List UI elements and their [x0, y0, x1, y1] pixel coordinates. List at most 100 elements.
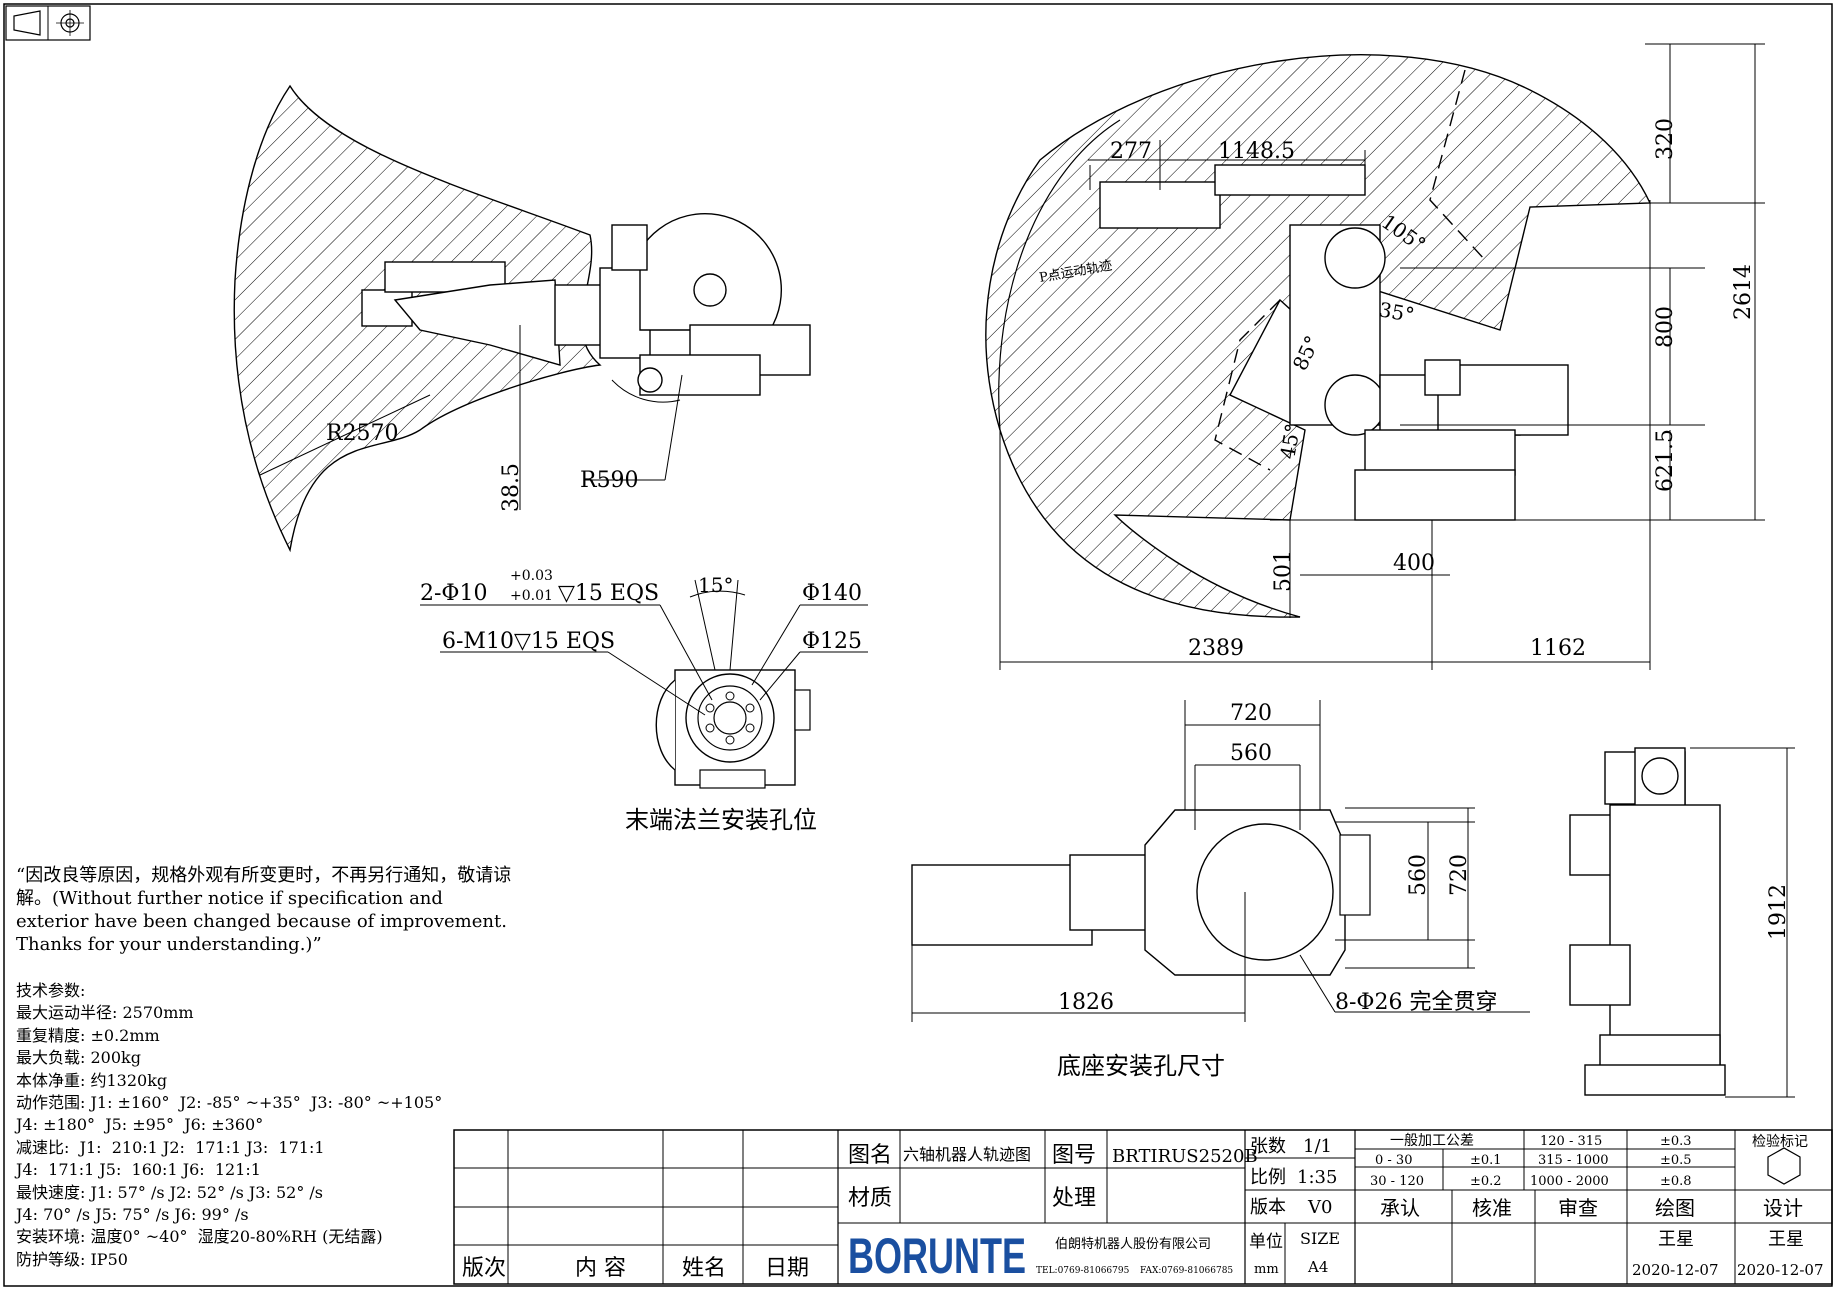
- scale-value: 1:35: [1297, 1167, 1337, 1188]
- approve-label: 承认: [1380, 1196, 1420, 1220]
- name-label: 姓名: [682, 1256, 726, 1281]
- base-height-720: 720: [1447, 854, 1472, 896]
- dim-label-501: 501: [1271, 550, 1296, 592]
- flange-tolerance-lower: +0.01: [510, 588, 553, 604]
- dim-label-277: 277: [1110, 139, 1152, 164]
- flange-caption: 末端法兰安装孔位: [625, 806, 817, 834]
- base-length-1826: 1826: [1058, 990, 1114, 1015]
- tolerance-value-4: ±0.5: [1660, 1153, 1692, 1168]
- tolerance-range-2: 30 - 120: [1370, 1174, 1424, 1189]
- design-label: 设计: [1763, 1196, 1803, 1220]
- title-block-text: 版次 内 容 姓名 日期 图名 六轴机器人轨迹图 图号 BRTIRUS2520B…: [462, 1133, 1823, 1284]
- dim-label-320: 320: [1653, 118, 1678, 160]
- spec-line: 动作范围: J1: ±160° J2: -85° ~+35° J3: -80° …: [16, 1093, 443, 1113]
- company-phone: TEL:0769-81066795: [1036, 1266, 1130, 1276]
- dim-label-1148-5: 1148.5: [1218, 139, 1295, 164]
- flange-threads-label: 6-M10▽15 EQS: [442, 629, 615, 654]
- version-value: V0: [1307, 1197, 1332, 1218]
- base-holes-label: 8-Φ26 完全贯穿: [1335, 990, 1497, 1015]
- size-value: A4: [1307, 1258, 1328, 1276]
- tolerance-value-3: ±0.3: [1660, 1134, 1692, 1149]
- spec-line: 重复精度: ±0.2mm: [16, 1025, 160, 1045]
- flange-diameter-140: Φ140: [802, 581, 862, 606]
- side-view-workspace: 277 1148.5 105° 35° 85° 45° P点运动轨迹 320 8…: [985, 43, 1765, 670]
- flange-diameter-125: Φ125: [802, 629, 862, 654]
- drawing-name: 六轴机器人轨迹图: [903, 1145, 1031, 1164]
- spec-line: 安装环境: 温度0° ~40° 湿度20-80%RH (无结露): [16, 1227, 383, 1247]
- company-name: 伯朗特机器人股份有限公司: [1055, 1237, 1211, 1252]
- base-width-720: 720: [1230, 701, 1272, 726]
- flange-holes-depth-label: ▽15 EQS: [558, 581, 659, 606]
- review-label: 审查: [1558, 1196, 1598, 1220]
- spec-line: 减速比: J1: 210:1 J2: 171:1 J3: 171:1: [16, 1137, 325, 1157]
- drawn-by: 王星: [1658, 1229, 1694, 1250]
- spec-line: 最大负载: 200kg: [16, 1048, 141, 1068]
- dim-label-2389: 2389: [1188, 636, 1244, 661]
- material-label: 材质: [848, 1186, 892, 1211]
- top-view-workspace: R2570 R590 38.5: [233, 84, 811, 553]
- projection-symbol-icon: [5, 5, 91, 41]
- dim-label-621-5: 621.5: [1653, 429, 1678, 492]
- dim-label-800: 800: [1653, 306, 1678, 348]
- front-height-1912: 1912: [1766, 884, 1791, 940]
- unit-value: mm: [1254, 1262, 1279, 1277]
- spec-line: 最大运动半径: 2570mm: [16, 1003, 194, 1023]
- base-height-560: 560: [1406, 854, 1431, 896]
- tolerance-value-1: ±0.1: [1470, 1153, 1502, 1168]
- spec-line: 本体净重: 约1320kg: [16, 1070, 168, 1090]
- radius-label-590: R590: [580, 468, 639, 493]
- company-logo: BORUNTE: [848, 1228, 1026, 1284]
- tolerance-range-5: 1000 - 2000: [1530, 1174, 1609, 1189]
- check-label: 核准: [1472, 1196, 1512, 1220]
- date-label: 日期: [765, 1256, 809, 1281]
- inspection-hexagon-icon: [1767, 1147, 1801, 1185]
- tolerance-range-4: 315 - 1000: [1538, 1153, 1609, 1168]
- robot-top-view: [361, 213, 811, 396]
- designed-by: 王星: [1768, 1229, 1804, 1250]
- flange-tolerance-upper: +0.03: [510, 568, 553, 584]
- change-notice: “因改良等原因，规格外观有所变更时，不再另行通知，敬请谅 解。(Without …: [16, 865, 512, 955]
- company-fax: FAX:0769-81066785: [1140, 1266, 1233, 1276]
- tolerance-value-2: ±0.2: [1470, 1174, 1502, 1189]
- front-view: 1912: [1569, 747, 1795, 1098]
- flange-holes-label: 2-Φ10: [420, 581, 487, 606]
- flange-view: 2-Φ10 +0.03 +0.01 ▽15 EQS 6-M10▽15 EQS 1…: [420, 568, 868, 834]
- offset-label-38-5: 38.5: [499, 463, 524, 512]
- content-label: 内 容: [575, 1256, 626, 1281]
- treatment-label: 处理: [1052, 1186, 1096, 1211]
- tolerance-range-3: 120 - 315: [1540, 1134, 1602, 1149]
- drawn-label: 绘图: [1655, 1196, 1695, 1220]
- unit-label: 单位: [1249, 1232, 1283, 1252]
- base-view: 720 560 560 720 1826 8-Φ26 完全贯穿 底座安装孔尺寸: [911, 700, 1530, 1080]
- drawing-no-label: 图号: [1052, 1143, 1096, 1168]
- angle-label-35: 35°: [1377, 297, 1416, 327]
- spec-line: J4: ±180° J5: ±95° J6: ±360°: [16, 1115, 264, 1135]
- design-date: 2020-12-07: [1737, 1261, 1823, 1279]
- drawn-date: 2020-12-07: [1632, 1261, 1718, 1279]
- scale-label: 比例: [1250, 1167, 1286, 1188]
- dim-label-2614: 2614: [1731, 264, 1756, 320]
- tolerance-range-1: 0 - 30: [1375, 1153, 1412, 1168]
- base-width-560: 560: [1230, 741, 1272, 766]
- drawing-no: BRTIRUS2520B: [1112, 1146, 1258, 1167]
- spec-line: 最快速度: J1: 57° /s J2: 52° /s J3: 52° /s: [16, 1182, 324, 1202]
- dim-label-400: 400: [1393, 551, 1435, 576]
- dim-label-1162: 1162: [1530, 636, 1586, 661]
- sheets-label: 张数: [1250, 1136, 1286, 1157]
- base-caption: 底座安装孔尺寸: [1057, 1052, 1225, 1080]
- specs-heading: 技术参数:: [16, 981, 86, 1000]
- spec-line: J4: 171:1 J5: 160:1 J6: 121:1: [16, 1160, 261, 1180]
- flange-angle-label: 15°: [698, 573, 733, 597]
- sheets-value: 1/1: [1303, 1136, 1332, 1157]
- spec-line: J4: 70° /s J5: 75° /s J6: 99° /s: [16, 1205, 249, 1225]
- version-label: 版本: [1250, 1197, 1286, 1218]
- tolerance-header: 一般加工公差: [1390, 1133, 1474, 1149]
- sheet-border: [3, 3, 1833, 1287]
- revision-label: 版次: [462, 1256, 506, 1281]
- title-block: [453, 1129, 1833, 1285]
- spec-line: 防护等级: IP50: [16, 1249, 128, 1269]
- tolerance-value-5: ±0.8: [1660, 1174, 1692, 1189]
- radius-label-2570: R2570: [326, 421, 399, 446]
